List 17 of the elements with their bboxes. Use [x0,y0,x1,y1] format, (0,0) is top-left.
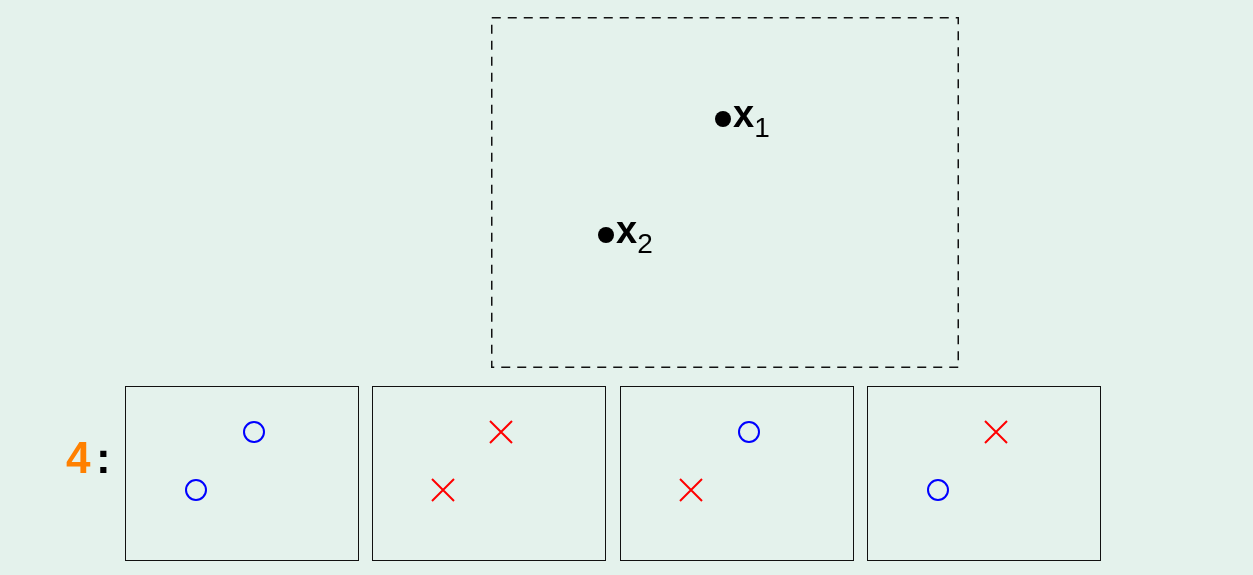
plot-frame [372,386,606,561]
colon: : [96,436,111,480]
circle-marker [737,420,761,444]
cross-marker [679,478,703,502]
point-label: x$_{1}$ [733,95,770,142]
circle-marker [926,478,950,502]
plot-frame [620,386,854,561]
plot-frame [867,386,1101,561]
dashed-frame [491,17,959,368]
circle-marker [242,420,266,444]
plot-frame [125,386,359,561]
cross-marker [984,420,1008,444]
cross-marker [489,420,513,444]
point-label: x$_{2}$ [616,211,653,258]
cross-marker [431,478,455,502]
circle-marker [184,478,208,502]
set-number: 4 [66,436,91,480]
